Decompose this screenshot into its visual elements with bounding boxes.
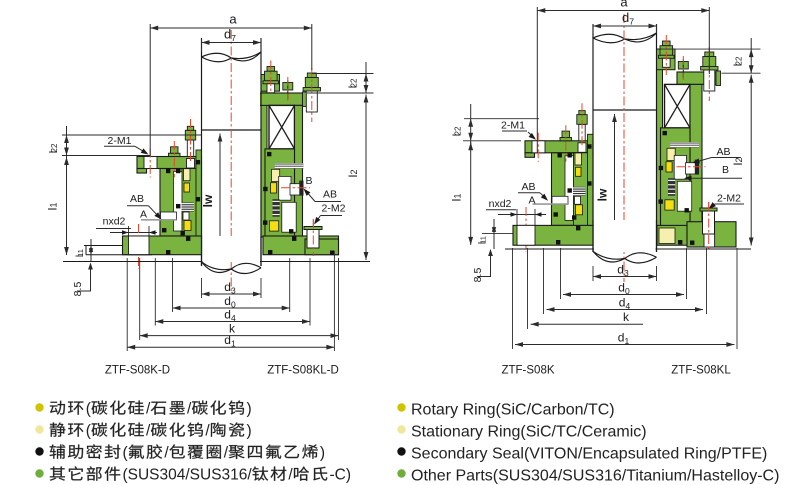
svg-text:2: 2	[734, 157, 744, 162]
svg-text:l: l	[46, 208, 60, 211]
svg-text:(SUS304/SUS316/: (SUS304/SUS316/	[122, 467, 252, 484]
svg-text:(: (	[86, 401, 92, 418]
svg-text:AB: AB	[130, 193, 144, 205]
svg-text:AB: AB	[521, 181, 535, 193]
svg-text:nxd2: nxd2	[103, 216, 126, 228]
svg-text:B: B	[305, 175, 312, 187]
svg-text:nxd2: nxd2	[489, 198, 512, 210]
svg-text:(: (	[86, 423, 92, 440]
svg-text:l: l	[452, 134, 464, 136]
svg-text:Rotary Ring(SiC/Carbon/TC): Rotary Ring(SiC/Carbon/TC)	[411, 402, 615, 419]
svg-text:AB: AB	[716, 146, 730, 158]
svg-text:l: l	[478, 242, 489, 244]
svg-text:d0: d0	[224, 294, 236, 310]
svg-text:-C): -C)	[329, 467, 351, 484]
svg-text:k: k	[623, 310, 630, 324]
svg-text:/: /	[164, 445, 169, 462]
svg-text:Secondary Seal(VITON/Encapsul: Secondary Seal(VITON/Encapsulated Ring/P…	[411, 446, 767, 463]
svg-text:/: /	[146, 423, 151, 440]
svg-text:B: B	[722, 164, 729, 176]
svg-text:l: l	[731, 163, 745, 166]
svg-text:11: 11	[479, 236, 488, 244]
svg-text:l: l	[348, 86, 360, 88]
svg-text:A: A	[528, 195, 535, 207]
svg-text:): )	[320, 445, 325, 462]
svg-text:8.5: 8.5	[72, 282, 84, 297]
svg-text:l: l	[450, 199, 464, 202]
svg-text:d4: d4	[224, 308, 236, 324]
svg-text:a: a	[229, 12, 237, 27]
svg-text:d4: d4	[619, 296, 631, 312]
svg-text:d1: d1	[224, 333, 236, 349]
svg-text:2: 2	[349, 169, 359, 174]
svg-text:ZTF-S08K-D: ZTF-S08K-D	[105, 365, 170, 377]
svg-text:22: 22	[50, 143, 59, 152]
svg-text:Stationary Ring(SiC/TC/Cerami: Stationary Ring(SiC/TC/Ceramic)	[411, 424, 647, 441]
svg-text:/: /	[146, 401, 151, 418]
svg-text:l: l	[75, 255, 86, 257]
svg-text:2-M2: 2-M2	[717, 193, 741, 205]
svg-text:2-M1: 2-M1	[501, 120, 525, 132]
svg-text:1: 1	[49, 202, 59, 207]
svg-text:(: (	[122, 445, 128, 462]
svg-text:22: 22	[350, 78, 359, 87]
svg-text:l: l	[346, 175, 360, 178]
svg-text:d1: d1	[618, 331, 630, 347]
svg-text:1: 1	[453, 193, 463, 198]
svg-text:/: /	[187, 401, 192, 418]
svg-text:ZTF-S08K: ZTF-S08K	[501, 365, 554, 377]
svg-text:lw: lw	[201, 194, 215, 207]
svg-text:22: 22	[454, 126, 463, 135]
svg-text:k: k	[229, 322, 236, 336]
svg-text:a: a	[620, 0, 628, 10]
svg-text:): )	[246, 401, 251, 418]
svg-text:ZTF-S08KL-D: ZTF-S08KL-D	[267, 365, 339, 377]
svg-text:l: l	[733, 64, 745, 66]
svg-text:d3: d3	[617, 263, 629, 279]
svg-text:/: /	[205, 423, 210, 440]
svg-text:lw: lw	[596, 188, 610, 201]
svg-text:A: A	[140, 209, 147, 221]
svg-text:2-M1: 2-M1	[108, 135, 132, 147]
svg-text:/: /	[224, 445, 229, 462]
svg-text:d0: d0	[618, 281, 630, 297]
svg-text:d3: d3	[224, 280, 236, 296]
svg-text:22: 22	[735, 56, 744, 65]
svg-text:ZTF-S08KL: ZTF-S08KL	[671, 365, 731, 377]
svg-text:Other Parts(SUS304/SUS316/Tit: Other Parts(SUS304/SUS316/Titanium/Haste…	[411, 468, 779, 485]
svg-text:/: /	[288, 467, 293, 484]
svg-text:): )	[246, 423, 251, 440]
svg-text:l: l	[48, 151, 60, 153]
svg-text:AB: AB	[323, 189, 337, 201]
svg-text:11: 11	[76, 249, 85, 257]
svg-text:2-M2: 2-M2	[322, 203, 346, 215]
svg-text:8.5: 8.5	[472, 268, 484, 283]
